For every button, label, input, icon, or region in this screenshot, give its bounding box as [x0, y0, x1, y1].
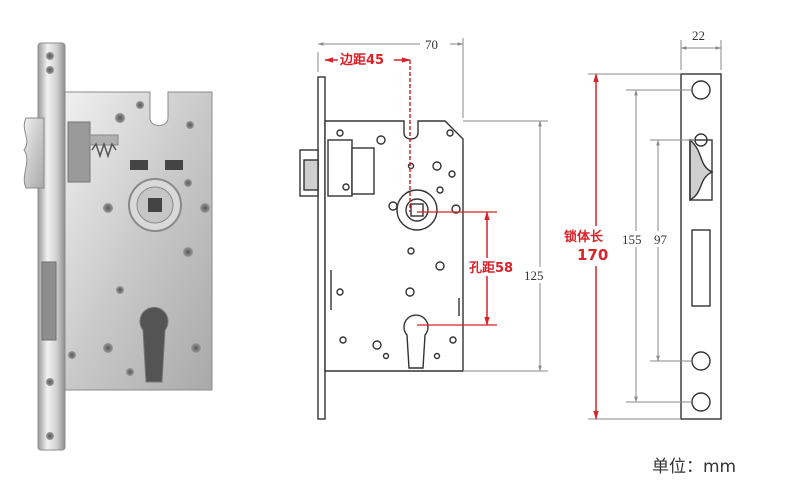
- front-view-drawing: [299, 76, 464, 420]
- front-spindle-hub: [396, 189, 438, 231]
- photo-faceplate-screw-lower: [46, 378, 54, 386]
- photo-faceplate-screw-bottom: [46, 432, 54, 440]
- photo-faceplate-slot: [41, 261, 57, 341]
- front-dimensions: 70 边距45 孔距58 125: [317, 36, 552, 372]
- center-distance-label: 孔距58: [469, 261, 513, 276]
- photo-latch-mechanism: [67, 121, 91, 183]
- inner-screw-spacing-value: 97: [654, 232, 668, 247]
- faceplate-length-label: 锁体长: [564, 229, 604, 245]
- photo-cylinder-hole: [139, 306, 169, 383]
- body-height-dimension-value: 125: [524, 268, 544, 283]
- photo-faceplate-screw-upper: [46, 66, 54, 74]
- side-faceplate: [680, 73, 722, 420]
- photo-spring: [91, 141, 117, 159]
- photo-faceplate: [37, 42, 66, 451]
- photo-latch-bolt: [23, 117, 45, 189]
- outer-screw-spacing-value: 155: [622, 232, 642, 247]
- side-view-drawing: [680, 73, 722, 420]
- front-cylinder-hole: [403, 314, 429, 369]
- unit-label: 单位：mm: [652, 457, 736, 477]
- thickness-dimension-value: 22: [692, 28, 705, 43]
- side-slot: [691, 229, 711, 307]
- photo-faceplate-screw-top: [46, 52, 54, 60]
- backset-label: 边距45: [339, 53, 384, 68]
- width-dimension-value: 70: [425, 37, 438, 52]
- photo-spindle-square: [148, 198, 162, 212]
- front-faceplate: [317, 76, 326, 420]
- lock-photo: [23, 42, 213, 451]
- faceplate-length-value: 170: [577, 246, 608, 264]
- side-dimensions: 22 锁体长 170 155 97: [562, 28, 722, 420]
